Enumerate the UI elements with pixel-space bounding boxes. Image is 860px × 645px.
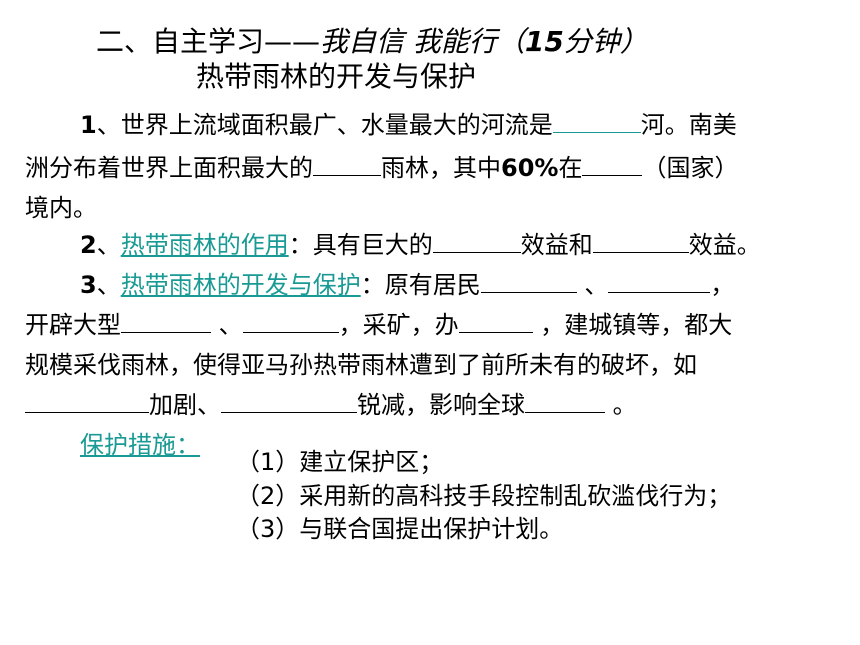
q3-text-j: 。	[605, 391, 637, 419]
q2-text-a: ：具有巨大的	[288, 231, 433, 259]
q2-text-b: 效益和	[520, 231, 593, 259]
q1-text-c: 洲分布着世界上面积最大的	[25, 154, 313, 182]
q1-blank-rainforest[interactable]	[313, 153, 381, 176]
q1-line-3: 境内。	[25, 194, 97, 222]
q2-blank-benefit-2[interactable]	[592, 230, 689, 253]
q1-text-a: 、世界上流域面积最广、水量最大的河流是	[96, 111, 553, 139]
protection-label[interactable]: 保护措施：	[80, 429, 200, 461]
q3-sep: 、	[96, 271, 121, 299]
q3-text-g: ，建城镇等，都大	[532, 311, 733, 339]
q1-line-1: 1、世界上流域面积最广、水量最大的河流是 河。南美	[80, 109, 737, 141]
q1-text-d: 雨林，其中	[381, 154, 501, 182]
q1-blank-river[interactable]	[552, 110, 641, 133]
q1-text-b: 河。南美	[640, 111, 737, 139]
q1-text-f: （国家）	[642, 154, 739, 182]
q3-blank-global[interactable]	[525, 390, 605, 413]
q3-text-i: 锐减，影响全球	[357, 391, 525, 419]
protection-item-2: （2）采用新的高科技手段控制乱砍滥伐行为；	[236, 482, 732, 510]
q3-text-a: ：原有居民	[360, 271, 481, 299]
q3-blank-residents-2[interactable]	[608, 270, 711, 293]
q2-number: 2	[80, 231, 97, 259]
q3-blank-intensify[interactable]	[25, 390, 149, 413]
q3-text-c: ，	[710, 271, 735, 299]
q2-blank-benefit-1[interactable]	[432, 230, 521, 253]
q3-link-development-protection[interactable]: 热带雨林的开发与保护	[120, 271, 361, 299]
protection-item-3: （3）与联合国提出保护计划。	[236, 515, 564, 543]
q3-text-b: 、	[576, 271, 609, 299]
q1-number: 1	[80, 111, 97, 139]
q1-line-2: 洲分布着世界上面积最大的 雨林，其中60%在 （国家）	[25, 152, 738, 184]
q3-line-4: 加剧、 锐减，影响全球 。	[25, 389, 637, 421]
q3-blank-large-1[interactable]	[121, 310, 211, 333]
protection-item-1: （1）建立保护区；	[236, 448, 444, 476]
q1-blank-country[interactable]	[582, 153, 643, 176]
q2-sep: 、	[96, 231, 121, 259]
q3-line-3: 规模采伐雨林，使得亚马孙热带雨林遭到了前所未有的破坏，如	[25, 351, 697, 379]
q3-blank-build[interactable]	[458, 310, 533, 333]
title-prefix: 二、自主学习——	[96, 25, 321, 58]
q3-text-e: 、	[211, 311, 243, 339]
q3-number: 3	[80, 271, 97, 299]
q3-line-1: 3、热带雨林的开发与保护：原有居民 、，	[80, 269, 734, 301]
q3-blank-large-2[interactable]	[242, 310, 339, 333]
q2-line: 2、热带雨林的作用：具有巨大的 效益和 效益。	[80, 229, 761, 261]
q3-blank-decrease[interactable]	[221, 390, 357, 413]
q1-text-e: 在	[558, 154, 583, 182]
q3-blank-residents-1[interactable]	[480, 270, 577, 293]
q3-text-d: 开辟大型	[25, 311, 121, 339]
q2-link-rainforest-role[interactable]: 热带雨林的作用	[120, 231, 289, 259]
title-minutes: 15	[524, 25, 564, 58]
q2-text-c: 效益。	[688, 231, 761, 259]
title-slogan: 我自信 我能行（	[320, 25, 525, 58]
section-title: 二、自主学习——我自信 我能行（15分钟）	[96, 25, 648, 59]
protection-link[interactable]: 保护措施：	[80, 431, 200, 459]
section-subtitle: 热带雨林的开发与保护	[196, 60, 477, 93]
q3-text-h: 加剧、	[149, 391, 221, 419]
q3-line-2: 开辟大型 、 ，采矿，办 ，建城镇等，都大	[25, 309, 732, 341]
title-suffix: 分钟）	[563, 25, 648, 58]
q1-percent: 60%	[501, 154, 559, 182]
q3-text-f: ，采矿，办	[338, 311, 459, 339]
